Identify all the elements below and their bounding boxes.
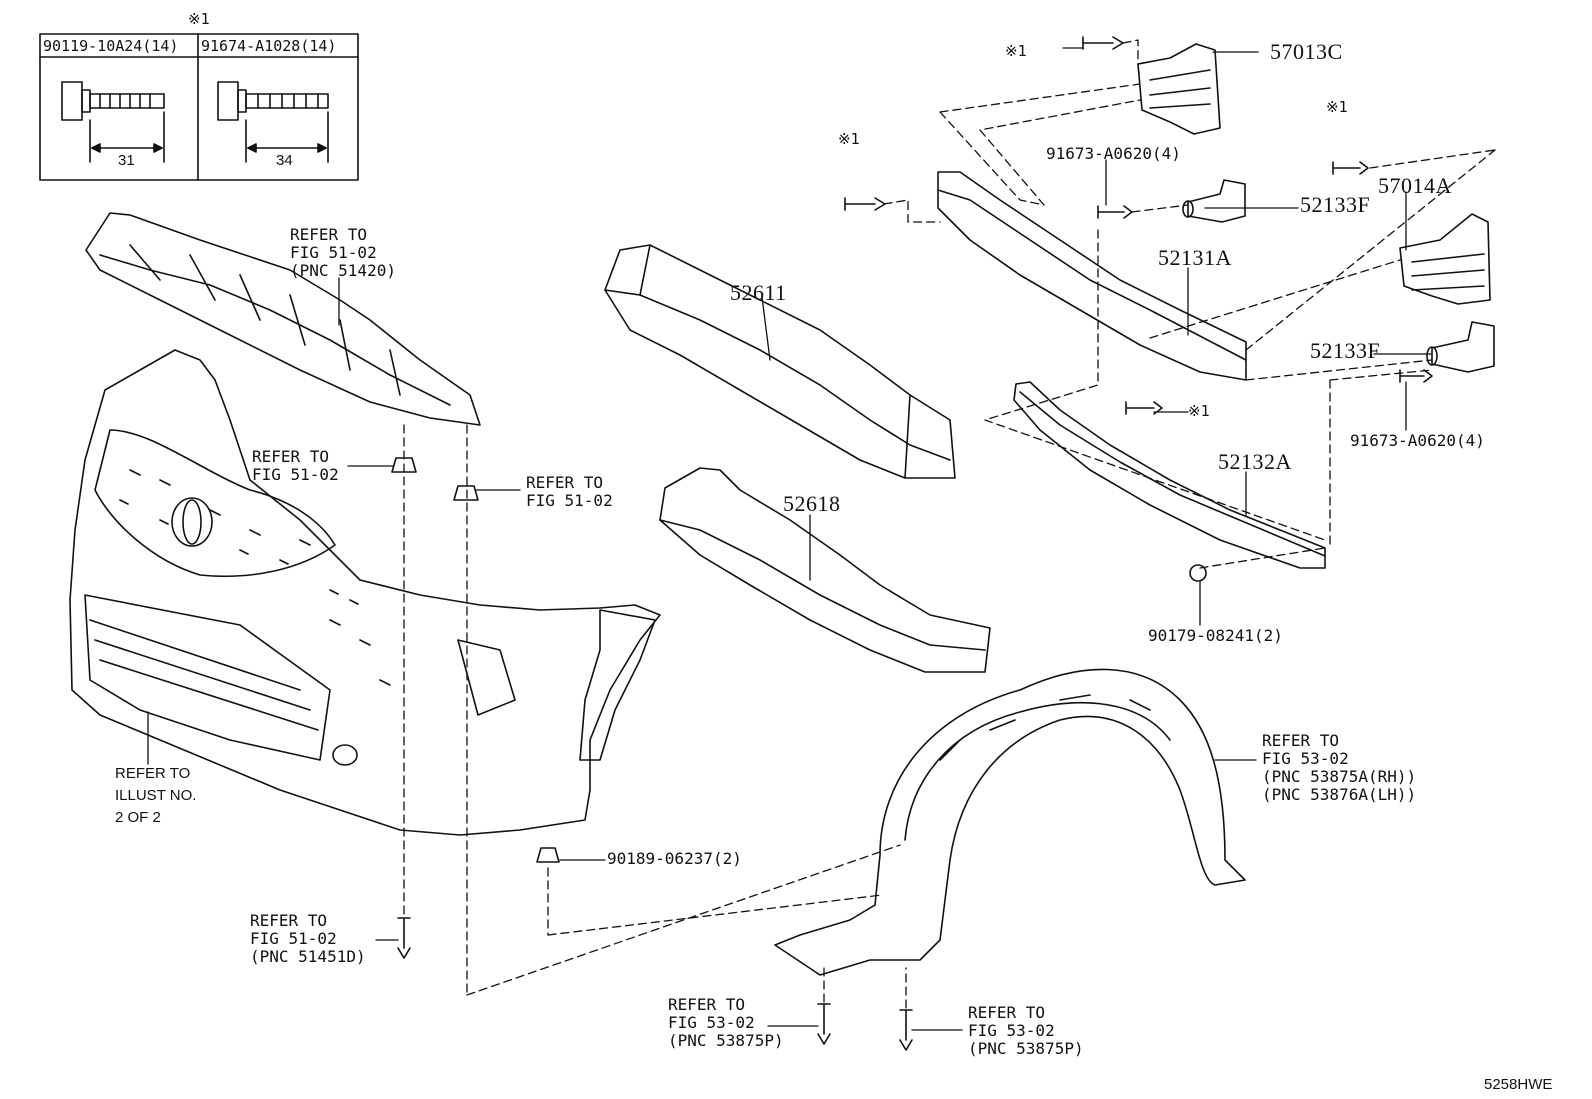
part-number-57014a: 57014A bbox=[1378, 173, 1452, 198]
refer-callout-51-02-a: REFER TO FIG 51-02 bbox=[252, 447, 339, 484]
table-col1-length: 31 bbox=[118, 152, 135, 169]
reference-mark: ※1 bbox=[1005, 42, 1027, 60]
refer-callout-illust: REFER TO ILLUST NO. 2 OF 2 bbox=[115, 765, 197, 826]
lower-reinforcement-part bbox=[1013, 381, 1326, 569]
bolt-icon bbox=[61, 81, 165, 163]
clip-icon bbox=[391, 457, 417, 473]
refer-callout-51451d: REFER TO FIG 51-02 (PNC 51451D) bbox=[250, 911, 366, 966]
bolt-icon bbox=[899, 1009, 913, 1051]
bracket-part bbox=[1399, 213, 1491, 305]
bolt-icon bbox=[817, 1003, 831, 1045]
bolt-icon bbox=[217, 81, 329, 163]
part-number-57013c: 57013C bbox=[1270, 39, 1343, 64]
table-mark: ※1 bbox=[188, 10, 210, 28]
illustration-code: 5258HWE bbox=[1484, 1076, 1553, 1093]
support-cover-part bbox=[85, 212, 481, 426]
part-number-52611: 52611 bbox=[730, 280, 787, 305]
reference-mark: ※1 bbox=[1188, 402, 1210, 420]
refer-callout-51-02-b: REFER TO FIG 51-02 bbox=[526, 473, 613, 510]
bumper-reinforcement-part bbox=[937, 171, 1247, 381]
part-number-91673-lower: 91673-A0620(4) bbox=[1350, 431, 1485, 450]
spacer-part bbox=[1182, 179, 1246, 223]
bolt-icon bbox=[1082, 36, 1124, 50]
refer-callout-fender-liner: REFER TO FIG 53-02 (PNC 53875A(RH)) (PNC… bbox=[1262, 731, 1417, 804]
refer-callout-53875p-a: REFER TO FIG 53-02 (PNC 53875P) bbox=[668, 995, 784, 1050]
lower-absorber-part bbox=[659, 467, 991, 673]
bracket-part bbox=[1137, 43, 1221, 135]
fastener-table bbox=[39, 33, 359, 181]
energy-absorber-part bbox=[604, 244, 956, 479]
part-number-90179: 90179-08241(2) bbox=[1148, 626, 1283, 645]
part-number-52618: 52618 bbox=[783, 491, 841, 516]
leader-lines bbox=[147, 47, 1433, 1031]
part-number-52131a: 52131A bbox=[1158, 245, 1232, 270]
assembly-lines bbox=[403, 39, 1496, 1009]
bolt-icon bbox=[397, 917, 411, 959]
part-number-52133f-lower: 52133F bbox=[1310, 338, 1381, 363]
spacer-part bbox=[1426, 321, 1495, 373]
part-number-91673-upper: 91673-A0620(4) bbox=[1046, 144, 1181, 163]
bolt-icon bbox=[844, 197, 886, 211]
fender-liner-part bbox=[774, 668, 1246, 976]
part-number-52133f-upper: 52133F bbox=[1300, 192, 1371, 217]
part-number-52132a: 52132A bbox=[1218, 449, 1292, 474]
clip-icon bbox=[536, 847, 560, 863]
bolt-icon bbox=[1399, 369, 1433, 383]
bolt-icon bbox=[1097, 205, 1133, 219]
part-number-90189: 90189-06237(2) bbox=[607, 849, 742, 868]
reference-mark: ※1 bbox=[1326, 98, 1348, 116]
emblem-icon bbox=[171, 497, 213, 547]
clip-icon bbox=[453, 485, 479, 501]
refer-callout-53875p-b: REFER TO FIG 53-02 (PNC 53875P) bbox=[968, 1003, 1084, 1058]
bumper-cover-part bbox=[69, 349, 661, 836]
table-col2-part-number: 91674-A1028(14) bbox=[201, 37, 337, 55]
table-col2-length: 34 bbox=[276, 152, 293, 169]
table-col1-part-number: 90119-10A24(14) bbox=[43, 37, 179, 55]
refer-callout-51420: REFER TO FIG 51-02 (PNC 51420) bbox=[290, 225, 396, 280]
reference-mark: ※1 bbox=[838, 130, 860, 148]
nut-icon bbox=[1189, 564, 1207, 582]
bolt-icon bbox=[1332, 161, 1369, 175]
